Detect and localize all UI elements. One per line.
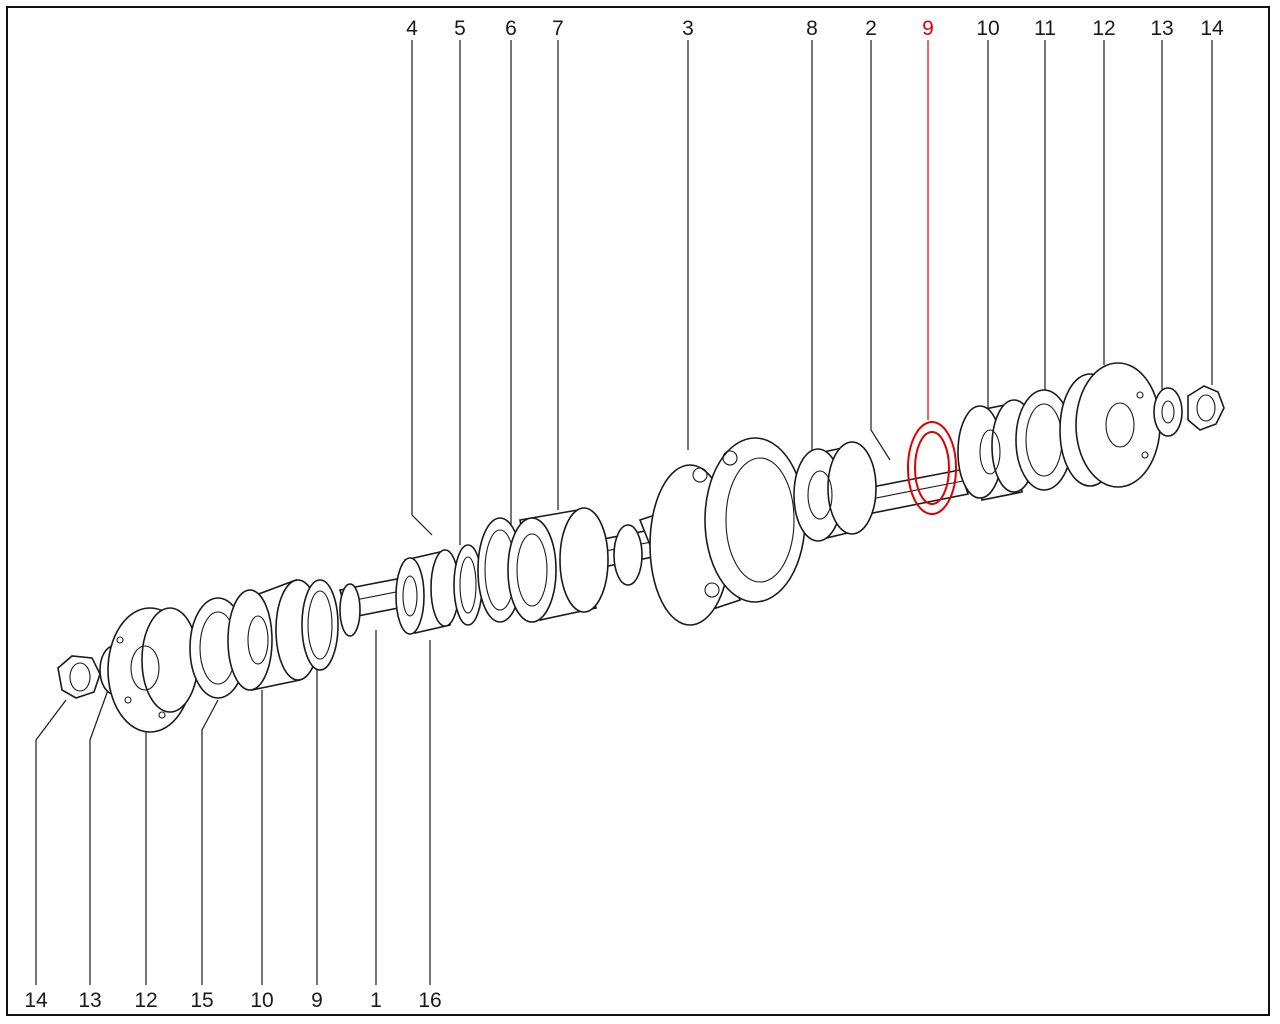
- flange-left: [107, 607, 199, 733]
- nut-left: [57, 655, 101, 699]
- callout-top-8: 8: [806, 17, 818, 40]
- snap-ring-left: [301, 579, 339, 671]
- callout-top-12: 12: [1092, 17, 1116, 40]
- callout-top-14: 14: [1200, 17, 1224, 40]
- snap-ring-9-highlighted: [907, 421, 957, 515]
- ring-5: [453, 544, 483, 626]
- top-leader-lines: [411, 40, 1213, 545]
- callout-bottom-14: 14: [24, 989, 48, 1012]
- callout-top-4: 4: [406, 17, 418, 40]
- callout-top-5: 5: [454, 17, 466, 40]
- callout-bottom-9: 9: [311, 989, 323, 1012]
- callout-bottom-13: 13: [78, 989, 102, 1012]
- splined-coupler: [395, 549, 460, 635]
- bearing-8: [793, 441, 877, 542]
- callout-top-6: 6: [505, 17, 517, 40]
- diagram-frame: [6, 6, 1270, 1016]
- washer-right: [1153, 387, 1183, 437]
- callout-top-13: 13: [1150, 17, 1174, 40]
- gear-carrier: [613, 437, 806, 626]
- callout-top-9-highlighted: 9: [922, 17, 934, 40]
- callout-top-2: 2: [865, 17, 877, 40]
- callout-bottom-16: 16: [418, 989, 442, 1012]
- bottom-leader-lines: [35, 630, 431, 985]
- leader-13-bottom: [89, 689, 109, 985]
- shaft-gear: [339, 583, 361, 637]
- synchro-sleeve: [507, 507, 609, 623]
- nut-right: [1187, 385, 1225, 431]
- callout-top-7: 7: [552, 17, 564, 40]
- callout-top-11: 11: [1034, 17, 1056, 40]
- callout-bottom-15: 15: [190, 989, 214, 1012]
- callout-bottom-10: 10: [250, 989, 274, 1012]
- callout-bottom-12: 12: [134, 989, 158, 1012]
- callout-bottom-1: 1: [370, 989, 382, 1012]
- flange-right: [1059, 362, 1161, 488]
- leader-2: [870, 40, 891, 461]
- callout-top-3: 3: [682, 17, 694, 40]
- leader-4: [411, 40, 433, 536]
- leader-14-bottom: [35, 699, 67, 985]
- callout-top-10: 10: [976, 17, 1000, 40]
- leader-15: [201, 699, 219, 985]
